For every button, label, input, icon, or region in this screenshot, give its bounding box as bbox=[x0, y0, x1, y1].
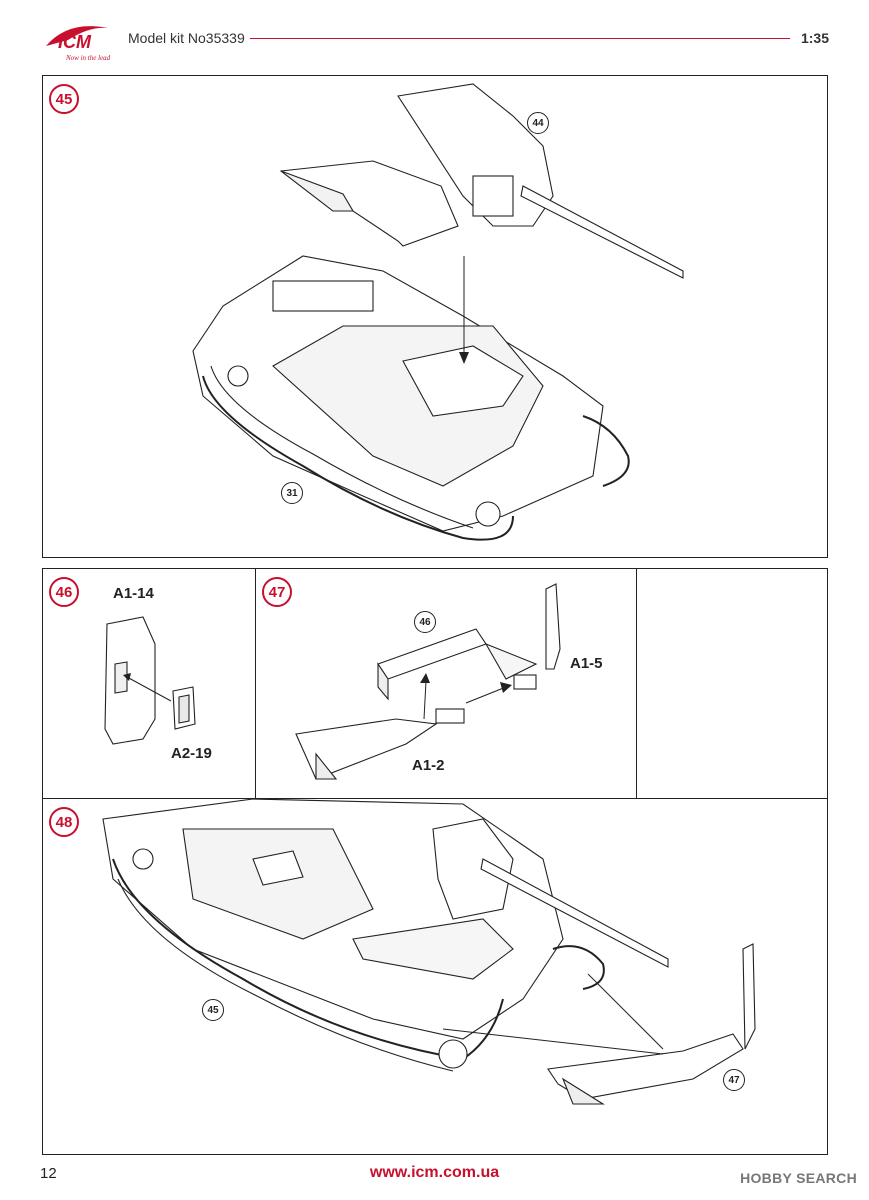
brand-tagline: Now in the lead bbox=[65, 54, 111, 62]
step-47-panel: 47 46 A1-5 A1-2 bbox=[255, 568, 637, 799]
empty-panel bbox=[636, 568, 828, 799]
header-rule bbox=[250, 38, 790, 39]
step-47-drawing bbox=[295, 583, 561, 780]
ref-45-marker: 45 bbox=[202, 999, 224, 1021]
page-number: 12 bbox=[40, 1165, 57, 1182]
ref-44-marker: 44 bbox=[527, 112, 549, 134]
step-45-badge: 45 bbox=[49, 84, 79, 114]
step-45-panel: 45 44 31 bbox=[42, 75, 828, 558]
step-47-badge: 47 bbox=[262, 577, 292, 607]
brand-text: ICM bbox=[58, 32, 92, 52]
part-a1-5-label: A1-5 bbox=[570, 655, 603, 672]
step-46-panel: 46 A1-14 A2-19 bbox=[42, 568, 256, 799]
step-48-badge: 48 bbox=[49, 807, 79, 837]
step-48-panel: 48 45 47 bbox=[42, 798, 828, 1155]
part-a1-14-label: A1-14 bbox=[113, 585, 154, 602]
ref-47-marker: 47 bbox=[723, 1069, 745, 1091]
kit-title: Model kit No35339 bbox=[128, 30, 245, 46]
ref-31-marker: 31 bbox=[281, 482, 303, 504]
step-48-drawing bbox=[102, 799, 756, 1105]
icm-logo: ICM Now in the lead bbox=[38, 18, 128, 63]
step-45-drawing bbox=[192, 83, 684, 541]
hobby-search-watermark: HOBBY SEARCH bbox=[740, 1170, 857, 1186]
part-a2-19-label: A2-19 bbox=[171, 745, 212, 762]
footer-url[interactable]: www.icm.com.ua bbox=[369, 1164, 500, 1181]
step-46-badge: 46 bbox=[49, 577, 79, 607]
ref-46-marker: 46 bbox=[414, 611, 436, 633]
part-a1-2-label: A1-2 bbox=[412, 757, 445, 774]
step-46-drawing bbox=[104, 616, 196, 745]
scale-label: 1:35 bbox=[800, 30, 829, 46]
